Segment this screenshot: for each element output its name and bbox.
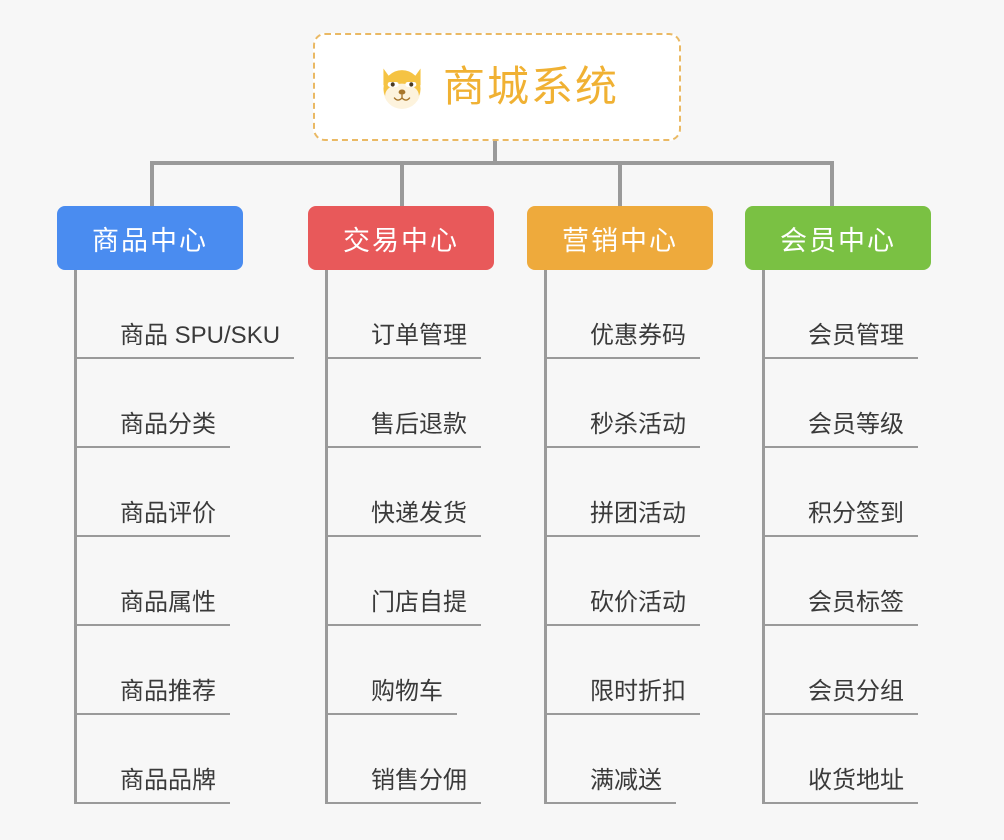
category-header-2[interactable]: 营销中心 (527, 206, 713, 270)
leaf-item[interactable]: 限时折扣 (544, 626, 700, 715)
leaf-column-3: 会员管理会员等级积分签到会员标签会员分组收货地址 (762, 270, 918, 804)
leaf-item-label: 会员标签 (762, 589, 918, 626)
leaf-item-label: 商品属性 (74, 589, 230, 626)
leaf-item-label: 积分签到 (762, 500, 918, 537)
leaf-item-label: 商品推荐 (74, 678, 230, 715)
leaf-item-label: 会员分组 (762, 678, 918, 715)
leaf-item[interactable]: 满减送 (544, 715, 700, 804)
leaf-item-label: 砍价活动 (544, 589, 700, 626)
leaf-item[interactable]: 拼团活动 (544, 448, 700, 537)
leaf-item-label: 优惠券码 (544, 322, 700, 359)
column-spine (762, 270, 765, 804)
leaf-item-label: 商品评价 (74, 500, 230, 537)
leaf-item[interactable]: 商品属性 (74, 537, 294, 626)
leaf-item[interactable]: 会员分组 (762, 626, 918, 715)
leaf-item-label: 拼团活动 (544, 500, 700, 537)
column-spine (544, 270, 547, 804)
leaf-item[interactable]: 门店自提 (325, 537, 481, 626)
leaf-item[interactable]: 秒杀活动 (544, 359, 700, 448)
category-header-3[interactable]: 会员中心 (745, 206, 931, 270)
leaf-item-label: 收货地址 (762, 767, 918, 804)
leaf-item[interactable]: 商品品牌 (74, 715, 294, 804)
leaf-item[interactable]: 会员等级 (762, 359, 918, 448)
connector-bus (150, 161, 834, 165)
leaf-item-label: 商品 SPU/SKU (73, 322, 295, 359)
leaf-column-1: 订单管理售后退款快递发货门店自提购物车销售分佣 (325, 270, 481, 804)
leaf-item-label: 售后退款 (325, 411, 481, 448)
leaf-item[interactable]: 会员标签 (762, 537, 918, 626)
leaf-item[interactable]: 销售分佣 (325, 715, 481, 804)
leaf-item[interactable]: 商品推荐 (74, 626, 294, 715)
leaf-item[interactable]: 会员管理 (762, 270, 918, 359)
category-header-0[interactable]: 商品中心 (57, 206, 243, 270)
root-title: 商城系统 (442, 63, 619, 110)
leaf-item-label: 购物车 (325, 678, 457, 715)
leaf-column-2: 优惠券码秒杀活动拼团活动砍价活动限时折扣满减送 (544, 270, 700, 804)
leaf-item-label: 限时折扣 (544, 678, 700, 715)
leaf-item[interactable]: 售后退款 (325, 359, 481, 448)
column-spine (74, 270, 77, 804)
leaf-item[interactable]: 砍价活动 (544, 537, 700, 626)
leaf-item-label: 订单管理 (325, 322, 481, 359)
leaf-item-label: 秒杀活动 (544, 411, 700, 448)
connector-drop-0 (150, 161, 154, 206)
leaf-item[interactable]: 商品评价 (74, 448, 294, 537)
leaf-item-label: 商品品牌 (74, 767, 230, 804)
leaf-item[interactable]: 积分签到 (762, 448, 918, 537)
leaf-item-label: 满减送 (544, 767, 676, 804)
leaf-item[interactable]: 快递发货 (325, 448, 481, 537)
leaf-item-label: 会员等级 (762, 411, 918, 448)
column-spine (325, 270, 328, 804)
leaf-item-label: 门店自提 (325, 589, 481, 626)
root-node[interactable]: 商城系统 (313, 33, 681, 141)
leaf-column-0: 商品 SPU/SKU 商品分类商品评价商品属性商品推荐商品品牌 (73, 270, 295, 804)
leaf-item[interactable]: 商品 SPU/SKU (73, 270, 295, 359)
connector-drop-3 (830, 161, 834, 206)
leaf-item[interactable]: 购物车 (325, 626, 481, 715)
leaf-item[interactable]: 订单管理 (325, 270, 481, 359)
leaf-item-label: 销售分佣 (325, 767, 481, 804)
leaf-item[interactable]: 商品分类 (74, 359, 294, 448)
connector-drop-1 (400, 161, 404, 206)
connector-root-stem (493, 141, 497, 164)
leaf-item-label: 快递发货 (325, 500, 481, 537)
leaf-item[interactable]: 优惠券码 (544, 270, 700, 359)
leaf-item-label: 会员管理 (762, 322, 918, 359)
connector-drop-2 (618, 161, 622, 206)
leaf-item-label: 商品分类 (74, 411, 230, 448)
dog-face-icon (383, 68, 421, 109)
leaf-item[interactable]: 收货地址 (762, 715, 918, 804)
category-header-1[interactable]: 交易中心 (308, 206, 494, 270)
